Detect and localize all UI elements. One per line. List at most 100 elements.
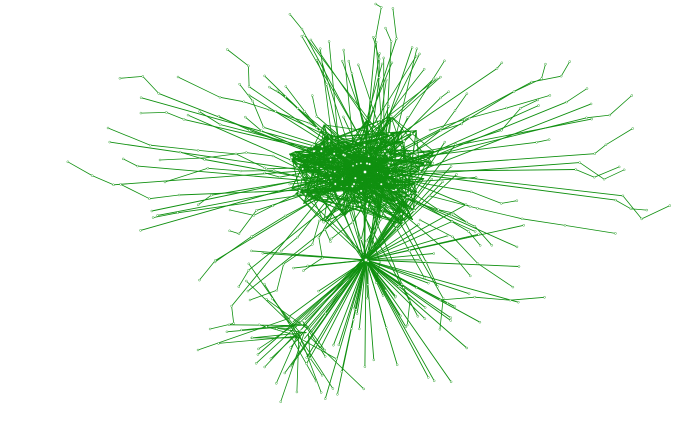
graph-edge (365, 221, 453, 261)
graph-node (385, 78, 388, 82)
graph-node (394, 294, 397, 298)
graph-node (495, 67, 499, 70)
graph-node (284, 95, 287, 99)
graph-edge (318, 237, 323, 259)
graph-edge (452, 236, 479, 265)
graph-node (342, 115, 345, 119)
graph-node (447, 90, 450, 93)
graph-node (395, 37, 398, 40)
graph-node (397, 285, 401, 288)
graph-edge (365, 259, 520, 267)
graph-edge (579, 162, 605, 180)
graph-node (464, 203, 468, 206)
graph-node (106, 126, 110, 130)
graph-node (282, 262, 285, 266)
graph-edge (255, 173, 368, 211)
graph-edge (342, 154, 364, 261)
graph-node (237, 232, 241, 236)
graph-edge (197, 149, 237, 155)
graph-edge (355, 176, 477, 187)
graph-node (467, 292, 471, 295)
graph-edge (247, 65, 250, 87)
graph-node (182, 118, 186, 121)
graph-node (314, 379, 318, 383)
graph-edge (321, 61, 350, 149)
graph-node (618, 165, 621, 169)
graph-node (324, 355, 327, 358)
graph-edge (474, 225, 493, 246)
graph-edge (319, 259, 367, 350)
graph-node (608, 113, 611, 117)
graph-node (283, 371, 286, 375)
graph-node (320, 144, 324, 148)
graph-node (319, 47, 322, 50)
graph-node (568, 60, 571, 63)
graph-node (363, 365, 367, 368)
graph-node (350, 184, 354, 188)
graph-edge (390, 116, 418, 194)
graph-edge (536, 139, 550, 143)
graph-node (320, 391, 323, 394)
graph-node (433, 379, 436, 382)
graph-node (445, 234, 449, 238)
graph-edge (361, 53, 381, 158)
graph-node (378, 76, 381, 79)
graph-node (332, 344, 335, 347)
graph-node (289, 346, 292, 349)
graph-node (453, 305, 457, 308)
graph-node (366, 283, 370, 286)
graph-node (357, 63, 360, 67)
graph-node (540, 77, 543, 80)
graph-edge (339, 78, 438, 155)
graph-node (410, 46, 414, 49)
graph-edge (364, 259, 367, 368)
graph-node (418, 218, 422, 222)
graph-edge (113, 164, 384, 186)
graph-node (302, 269, 305, 272)
graph-node (536, 98, 539, 102)
graph-node (441, 180, 444, 184)
graph-node (244, 115, 247, 119)
graph-node (440, 127, 444, 130)
graph-node (320, 195, 324, 198)
graph-edge (365, 259, 435, 382)
graph-node (436, 285, 439, 288)
graph-node (240, 328, 243, 332)
graph-node (245, 151, 248, 154)
graph-node (463, 118, 466, 122)
graph-node (368, 162, 371, 166)
graph-edge (265, 166, 354, 170)
graph-edge (140, 97, 376, 164)
graph-node (139, 111, 143, 115)
graph-edge (385, 27, 392, 42)
graph-node (347, 59, 350, 63)
graph-edge (261, 130, 374, 180)
graph-edge (358, 118, 593, 165)
graph-node (432, 77, 435, 81)
graph-node (327, 139, 331, 143)
graph-edge (451, 220, 476, 232)
graph-node (364, 258, 368, 262)
graph-node (431, 161, 434, 165)
graph-edge (358, 259, 367, 330)
graph-edge (452, 212, 467, 223)
graph-node (423, 317, 427, 320)
graph-node (400, 283, 404, 286)
graph-edge (609, 95, 633, 116)
graph-node (245, 279, 248, 283)
graph-edge (142, 76, 160, 94)
graph-edge (363, 131, 401, 259)
graph-edge (109, 141, 355, 179)
graph-node (372, 358, 375, 362)
graph-edge (468, 107, 508, 119)
graph-node (418, 258, 422, 261)
graph-node (535, 141, 538, 144)
graph-node (324, 312, 327, 315)
graph-node (512, 90, 516, 93)
graph-node (416, 315, 419, 318)
graph-node (384, 289, 388, 292)
graph-edge (509, 296, 545, 301)
graph-node (530, 80, 533, 84)
graph-node (218, 96, 222, 99)
